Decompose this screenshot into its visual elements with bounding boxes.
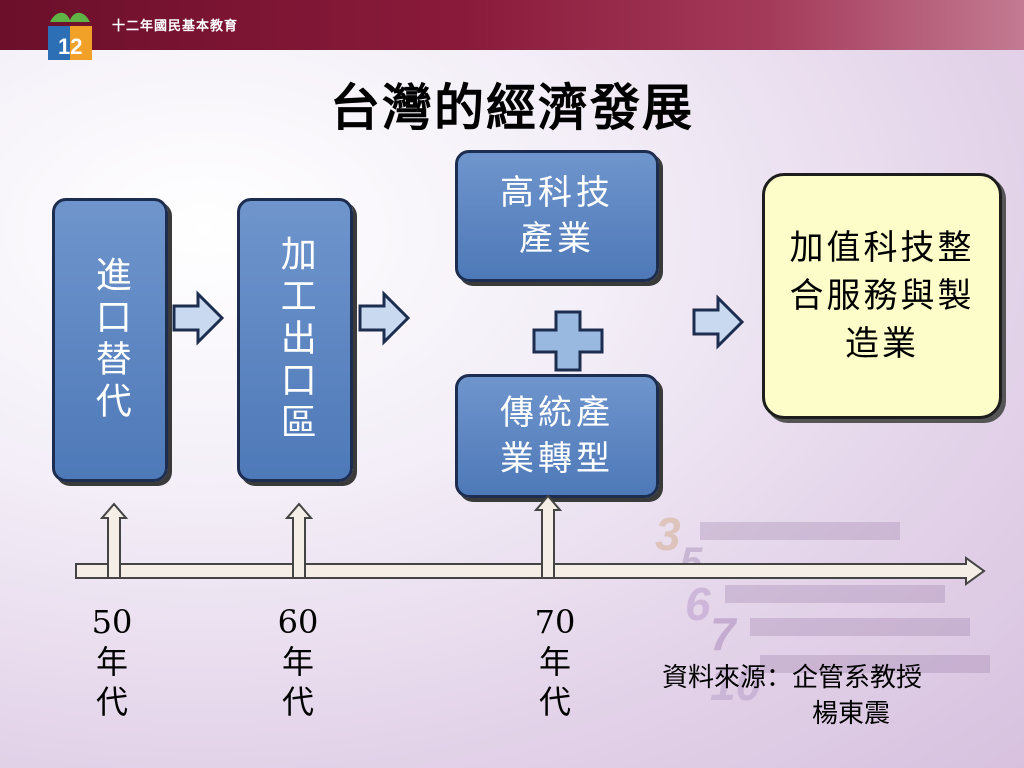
arrow-up-icon (534, 494, 562, 579)
import-substitution-label: 進口替代 (89, 256, 131, 424)
brand-name: 十二年國民基本教育 (112, 19, 239, 34)
svg-text:12: 12 (58, 34, 82, 59)
decade-70-char-year: 年 (538, 643, 571, 681)
decade-70-number: 70 (534, 603, 576, 641)
decade-50-char-era: 代 (95, 683, 128, 721)
decade-50-char-year: 年 (95, 643, 128, 681)
value-added-box: 加值科技整合服務與製造業 (762, 173, 1002, 419)
traditional-industry-box: 傳統產業轉型 (455, 374, 659, 498)
svg-text:3: 3 (655, 508, 681, 560)
export-processing-zone-label: 加工出口區 (274, 235, 316, 445)
decade-60-number: 60 (277, 603, 319, 641)
slide-title: 台灣的經濟發展 (330, 78, 694, 137)
hightech-industry-box: 高科技產業 (455, 150, 659, 282)
decade-50-label: 50 年 代 (82, 602, 142, 722)
svg-text:7: 7 (710, 608, 738, 660)
traditional-industry-label: 傳統產業轉型 (500, 393, 614, 479)
hightech-industry-label: 高科技產業 (500, 173, 614, 259)
decade-60-char-era: 代 (281, 683, 314, 721)
decade-60-char-year: 年 (281, 643, 314, 681)
arrow-right-icon (358, 290, 411, 346)
arrow-right-icon (172, 290, 225, 346)
decade-50-number: 50 (91, 603, 133, 641)
source-line-1: 資料來源：企管系教授 (662, 663, 923, 693)
decade-60-label: 60 年 代 (268, 602, 328, 722)
education-logo-icon: 12 (48, 12, 92, 60)
export-processing-zone-box: 加工出口區 (237, 198, 353, 482)
timeline-arrow (75, 556, 986, 586)
decade-70-label: 70 年 代 (525, 602, 585, 722)
background-decoration: 3 5 6 7 10 (655, 508, 990, 710)
arrow-right-icon (692, 294, 745, 350)
header-bar (0, 0, 1024, 50)
source-citation: 資料來源：企管系教授 楊東震 (662, 660, 922, 732)
svg-text:6: 6 (685, 578, 711, 630)
value-added-label: 加值科技整合服務與製造業 (789, 228, 975, 364)
source-line-2: 楊東震 (812, 699, 891, 729)
arrow-up-icon (285, 502, 313, 579)
import-substitution-box: 進口替代 (52, 198, 168, 482)
arrow-up-icon (100, 502, 128, 579)
decade-70-char-era: 代 (538, 683, 571, 721)
plus-icon (532, 310, 604, 372)
svg-text:10: 10 (710, 658, 762, 710)
